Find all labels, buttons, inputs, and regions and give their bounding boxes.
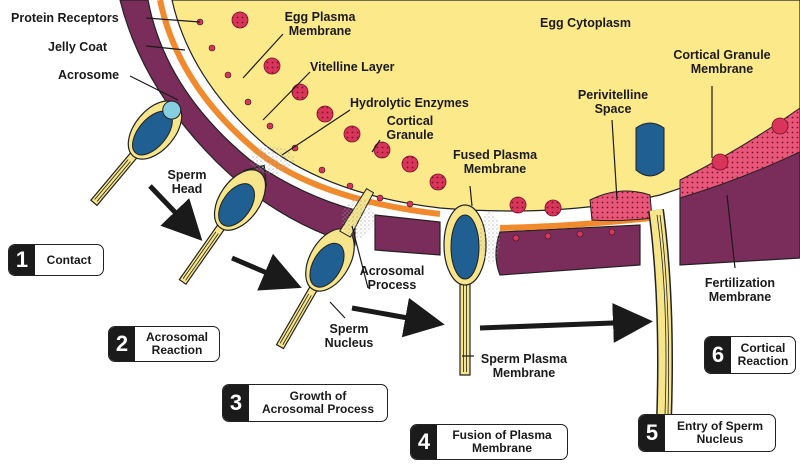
label-cortical-granule-membrane-line1: Cortical Granule — [673, 48, 771, 62]
label-cortical-granule-line1: Cortical — [386, 114, 434, 128]
step-3-growth-acrosomal-process: 3 Growth of Acrosomal Process — [222, 384, 388, 422]
arrow-2-3 — [231, 253, 302, 291]
protein-receptors — [196, 18, 616, 242]
label-cortical-granule-membrane-line2: Membrane — [690, 62, 754, 76]
step-number: 6 — [705, 337, 731, 373]
label-vitelline-layer: Vitelline Layer — [310, 60, 395, 74]
label-fused-plasma-membrane-line1: Fused Plasma — [452, 148, 538, 162]
step-label: Cortical Reaction — [737, 341, 789, 368]
arrow-1-2 — [148, 184, 203, 241]
arrow-4-5 — [479, 302, 653, 343]
label-egg-plasma-membrane: Egg Plasma Membrane — [280, 10, 360, 38]
label-fertilization-membrane-line1: Fertilization — [704, 276, 776, 290]
step-label: Fusion of Plasma Membrane — [452, 428, 552, 455]
label-protein-receptors: Protein Receptors — [11, 11, 119, 25]
jelly-coat-right — [495, 224, 641, 276]
label-perivitelline-space: Perivitelline Space — [568, 88, 658, 116]
sperm-contact — [90, 100, 183, 207]
label-fertilization-membrane-line2: Membrane — [708, 290, 772, 304]
step-label: Contact — [46, 252, 92, 267]
label-acrosome: Acrosome — [58, 68, 120, 82]
label-sperm-head: Sperm Head — [160, 168, 214, 196]
label-sperm-plasma-membrane-line1: Sperm Plasma — [480, 352, 568, 366]
label-fertilization-membrane: Fertilization Membrane — [690, 276, 790, 304]
label-sperm-plasma-membrane: Sperm Plasma Membrane — [474, 352, 574, 380]
label-sperm-head-line1: Sperm — [167, 168, 207, 182]
label-cortical-granule-line2: Granule — [386, 128, 434, 142]
step-4-fusion-plasma-membrane: 4 Fusion of Plasma Membrane — [410, 424, 568, 460]
label-acrosomal-process-line1: Acrosomal — [359, 264, 425, 278]
leader-lines — [129, 17, 736, 357]
jelly-coat-mid — [374, 214, 441, 256]
label-acrosomal-process: Acrosomal Process — [352, 264, 432, 292]
step-number: 1 — [9, 245, 35, 275]
step-1-contact: 1 Contact — [8, 244, 104, 276]
label-cortical-granule-membrane: Cortical Granule Membrane — [662, 48, 782, 76]
step-5-entry-sperm-nucleus: 5 Entry of Sperm Nucleus — [638, 414, 776, 452]
label-perivitelline-space-line2: Space — [594, 102, 632, 116]
step-number: 5 — [639, 415, 665, 451]
step-label: Growth of Acrosomal Process — [261, 389, 375, 416]
label-egg-cytoplasm: Egg Cytoplasm — [540, 16, 631, 30]
sperm-fusion — [443, 204, 487, 376]
label-fused-plasma-membrane-line2: Membrane — [463, 162, 527, 176]
label-acrosomal-process-line2: Process — [367, 278, 417, 292]
label-egg-plasma-membrane-line1: Egg Plasma — [284, 10, 356, 24]
step-label: Entry of Sperm Nucleus — [676, 419, 763, 446]
label-sperm-nucleus-line2: Nucleus — [324, 336, 374, 350]
label-cortical-granule: Cortical Granule — [370, 114, 450, 142]
step-number: 3 — [223, 385, 249, 421]
step-2-acrosomal-reaction: 2 Acrosomal Reaction — [108, 326, 220, 362]
step-6-cortical-reaction: 6 Cortical Reaction — [704, 336, 796, 374]
label-sperm-nucleus: Sperm Nucleus — [314, 322, 384, 350]
label-egg-plasma-membrane-line2: Membrane — [288, 24, 352, 38]
label-perivitelline-space-line1: Perivitelline — [577, 88, 649, 102]
hydrolytic-enzymes-cloud — [250, 146, 294, 174]
label-sperm-nucleus-line1: Sperm — [329, 322, 369, 336]
label-jelly-coat: Jelly Coat — [48, 40, 108, 54]
sperm-entry — [635, 122, 673, 421]
label-sperm-head-line2: Head — [171, 182, 203, 196]
label-hydrolytic-enzymes: Hydrolytic Enzymes — [350, 96, 469, 110]
label-sperm-plasma-membrane-line2: Membrane — [492, 366, 556, 380]
arrow-3-4 — [351, 297, 445, 338]
step-label: Acrosomal Reaction — [145, 330, 209, 357]
label-fused-plasma-membrane: Fused Plasma Membrane — [440, 148, 550, 176]
step-number: 2 — [109, 327, 135, 361]
step-number: 4 — [411, 425, 437, 459]
